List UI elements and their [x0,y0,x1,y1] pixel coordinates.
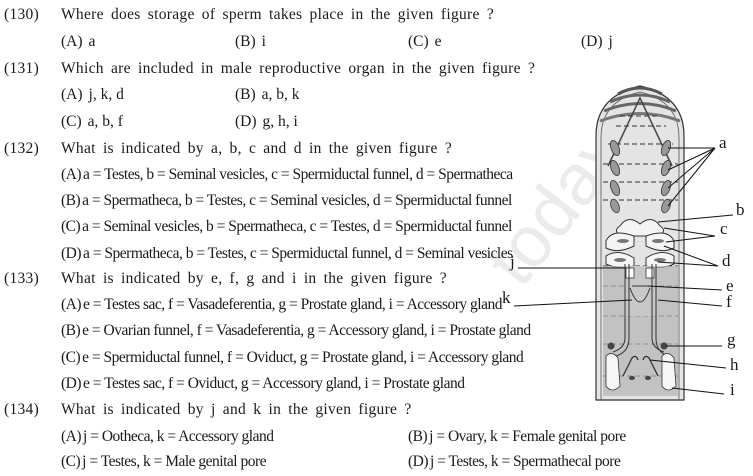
option-130-a[interactable]: (A) a [61,33,95,51]
option-label: (D) [61,375,82,392]
figure-label-e: e [726,276,734,295]
option-text: j [608,33,613,50]
option-131-b[interactable]: (B) a, b, k [235,86,300,104]
option-text: a = Seminal vesicles, b = Spermatheca, c… [82,218,512,235]
option-134-c[interactable]: (C)j = Testes, k = Male genital pore [61,453,267,471]
option-label: (B) [235,86,256,103]
earthworm-diagram [513,85,734,401]
option-133-c[interactable]: (C)e = Spermiductal funnel, f = Oviduct,… [61,349,524,367]
option-text: g, h, i [262,113,298,130]
option-130-d[interactable]: (D) j [581,33,613,51]
option-133-a[interactable]: (A)e = Testes sac, f = Vasadeferentia, g… [61,296,502,314]
option-132-d[interactable]: (D)a = Spermatheca, b = Testes, c = Sper… [61,245,513,263]
figure-label-b: b [736,200,745,219]
option-131-d[interactable]: (D) g, h, i [235,113,298,131]
option-text: j = Ovary, k = Female genital pore [429,428,626,445]
option-text: e = Spermiductal funnel, f = Oviduct, g … [82,349,524,366]
option-text: j = Ootheca, k = Accessory gland [83,428,274,445]
figure-label-k: k [502,288,511,307]
option-label: (B) [61,322,81,339]
option-132-a[interactable]: (A)a = Testes, b = Seminal vesicles, c =… [61,166,513,184]
option-label: (D) [235,113,257,130]
option-text: a = Testes, b = Seminal vesicles, c = Sp… [83,166,513,183]
option-132-b[interactable]: (B)a = Spermatheca, b = Testes, c = Semi… [61,192,512,210]
figure-label-g: g [727,330,736,349]
option-label: (A) [61,166,82,183]
option-label: (D) [408,453,429,470]
question-number: (134) [4,401,40,418]
question-text: Where does storage of sperm takes place … [61,6,495,23]
option-label: (C) [61,453,81,470]
option-133-d[interactable]: (D)e = Testes sac, f = Oviduct, g = Acce… [61,375,465,393]
option-text: a = Spermatheca, b = Testes, c = Spermid… [83,245,513,262]
option-label: (D) [61,245,82,262]
earthworm-reproductive-figure: a b c d e f g h i j k [502,76,753,406]
option-134-d[interactable]: (D)j = Testes, k = Spermathecal pore [408,453,621,471]
option-label: (C) [408,33,429,50]
option-text: a = Spermatheca, b = Testes, c = Seminal… [82,192,512,209]
figure-label-j: j [510,252,515,271]
option-text: a, b, k [261,86,300,103]
option-131-a[interactable]: (A) j, k, d [61,86,124,104]
option-text: e = Ovarian funnel, f = Vasadeferentia, … [82,322,531,339]
option-text: j = Testes, k = Male genital pore [82,453,267,470]
option-text: e [434,33,442,50]
option-130-b[interactable]: (B) i [235,33,266,51]
option-label: (A) [61,33,83,50]
figure-label-d: d [722,251,731,270]
question-text: Which are included in male reproductive … [61,60,536,77]
figure-label-c: c [720,219,728,238]
option-130-c[interactable]: (C) e [408,33,442,51]
option-label: (B) [235,33,256,50]
option-text: j, k, d [88,86,124,103]
figure-label-h: h [730,355,739,374]
question-number: (131) [4,60,40,77]
option-label: (A) [61,296,82,313]
figure-label-f: f [726,292,732,311]
option-label: (C) [61,218,81,235]
figure-label-a: a [719,133,727,152]
option-text: e = Testes sac, f = Vasadeferentia, g = … [83,296,502,313]
option-131-c[interactable]: (C) a, b, f [61,113,123,131]
question-number: (130) [4,6,40,23]
option-label: (C) [61,113,82,130]
option-text: a [88,33,96,50]
option-134-b[interactable]: (B)j = Ovary, k = Female genital pore [408,428,626,446]
option-label: (D) [581,33,603,50]
option-label: (A) [61,428,82,445]
question-text: What is indicated by a, b, c and d in th… [61,140,453,157]
option-133-b[interactable]: (B)e = Ovarian funnel, f = Vasadeferenti… [61,322,531,340]
question-number: (132) [4,140,40,157]
figure-label-i: i [730,380,735,399]
option-text: a, b, f [87,113,123,130]
option-label: (B) [408,428,428,445]
option-132-c[interactable]: (C)a = Seminal vesicles, b = Spermatheca… [61,218,512,236]
question-text: What is indicated by e, f, g and i in th… [61,270,447,287]
option-text: i [261,33,266,50]
option-label: (C) [61,349,81,366]
question-text: What is indicated by j and k in the give… [61,401,412,418]
option-text: j = Testes, k = Spermathecal pore [430,453,621,470]
option-label: (A) [61,86,83,103]
option-text: e = Testes sac, f = Oviduct, g = Accesso… [83,375,465,392]
option-134-a[interactable]: (A)j = Ootheca, k = Accessory gland [61,428,274,446]
option-label: (B) [61,192,81,209]
question-number: (133) [4,270,40,287]
